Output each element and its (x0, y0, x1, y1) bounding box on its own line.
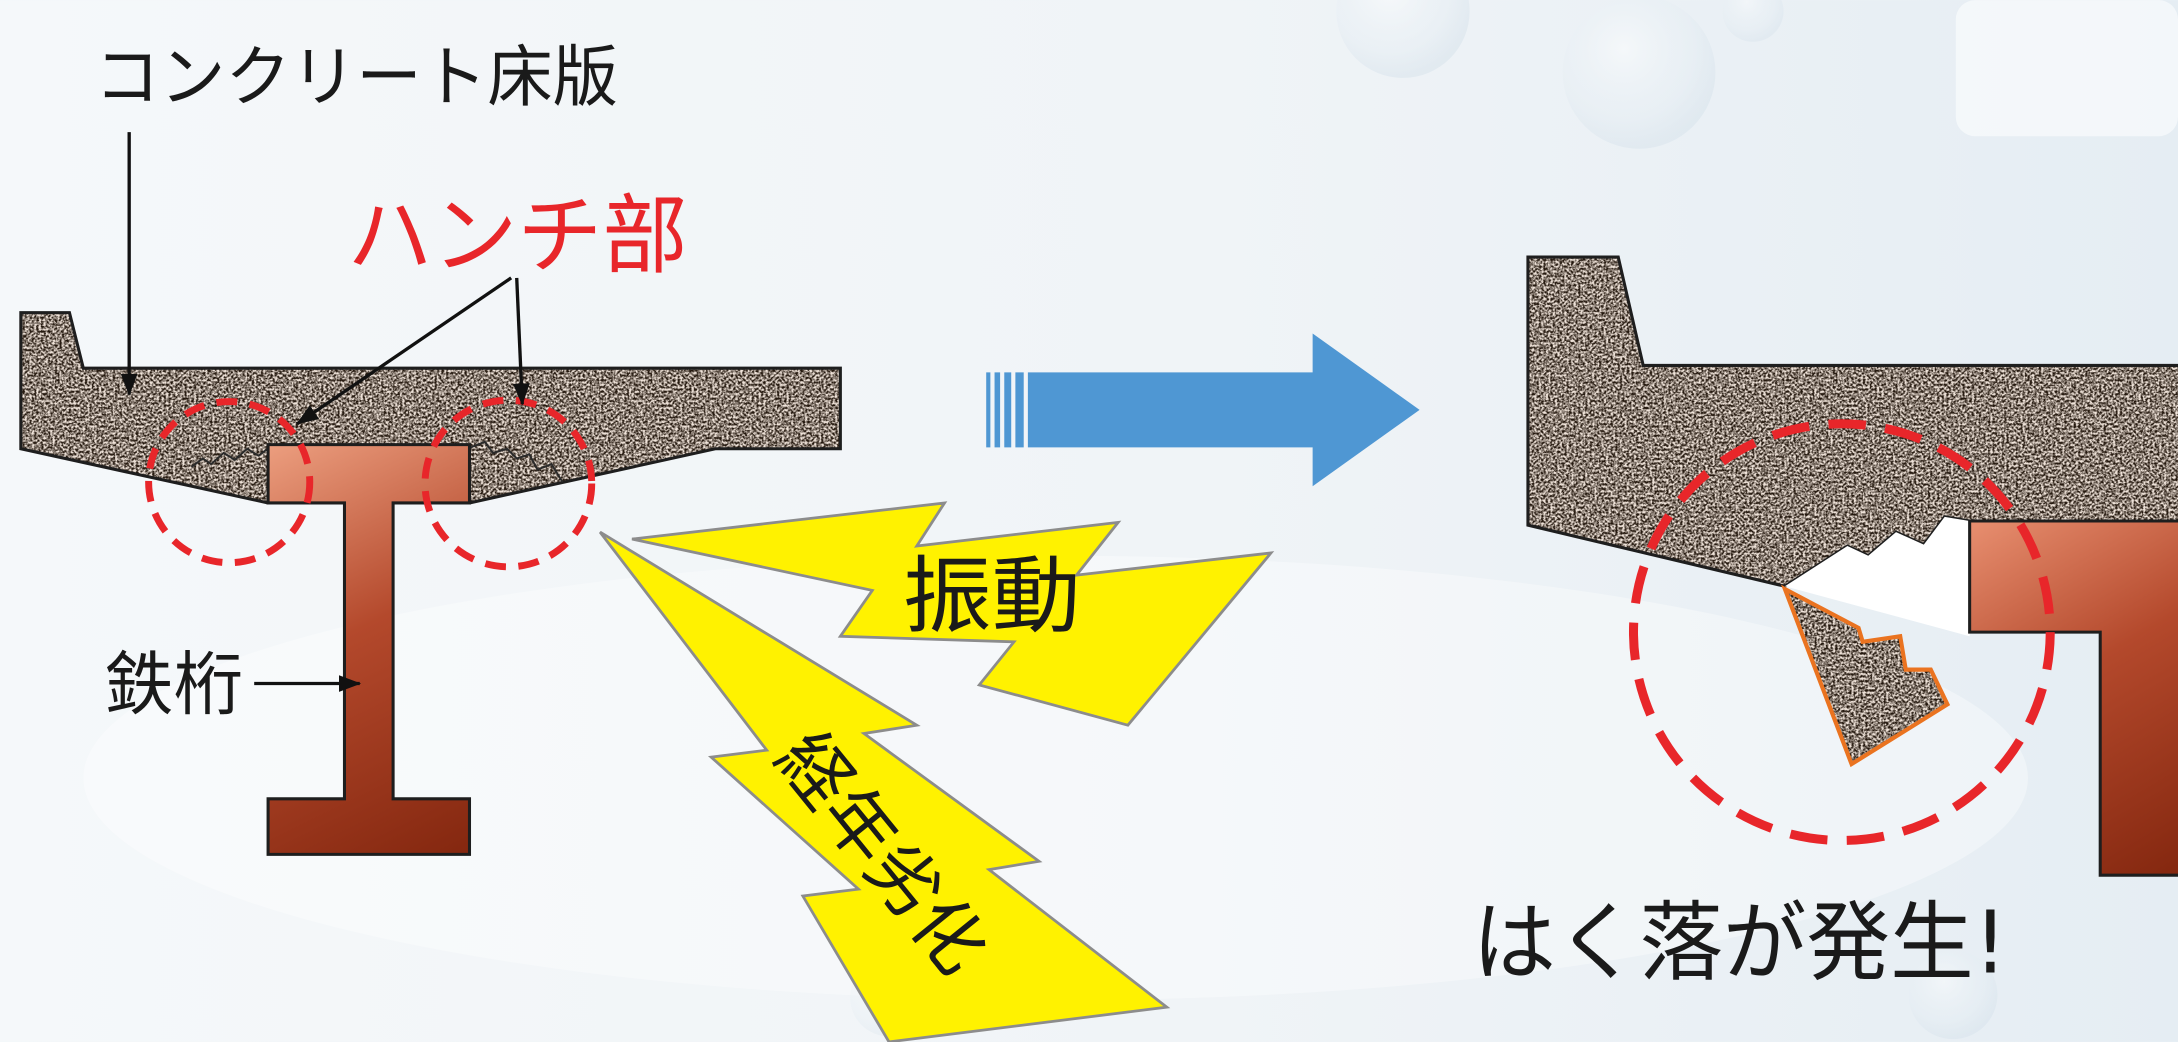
left-concrete-slab-outline (19, 311, 842, 505)
transition-arrow-icon (986, 333, 1420, 487)
left-steel-girder (266, 443, 472, 856)
haunch-pointer-arrow-right (513, 277, 530, 406)
haunch-pointer-arrow-left (296, 276, 513, 426)
background-bubble (1908, 950, 1998, 1040)
after-cross-section: はく落が発生! (1472, 255, 2178, 993)
background-bubble (1722, 0, 1784, 42)
arrow-tail-stripe (994, 372, 1001, 448)
right-steel-girder (1969, 521, 2178, 876)
background-bubble (1336, 0, 1470, 78)
background-highlight (1955, 0, 2178, 137)
before-cross-section: コンクリート床版 ハンチ部 鉄桁 (19, 38, 842, 856)
steel-girder-label: 鉄桁 (104, 646, 243, 726)
concrete-slab-label: コンクリート床版 (94, 38, 618, 116)
right-steel-girder-outline (1968, 519, 2178, 877)
haunch-label: ハンチ部 (347, 186, 687, 286)
left-haunch-highlight-circle (145, 398, 314, 567)
fallen-concrete-piece (1784, 589, 1948, 765)
spalling-highlight-circle (1628, 419, 2055, 845)
left-haunch-crack (191, 446, 271, 468)
arrow-tail-stripe (1004, 372, 1012, 448)
spalling-label: はく落が発生! (1472, 893, 2007, 993)
right-haunch-crack (470, 440, 564, 483)
arrow-tail-stripe (986, 372, 991, 448)
background-glow (83, 555, 2028, 1001)
vibration-label: 振動 (903, 548, 1081, 645)
fallen-concrete-piece-outline (1780, 584, 1951, 768)
background-bubble (1562, 0, 1716, 149)
right-haunch-highlight-circle (421, 396, 596, 571)
vibration-lightning-icon (631, 501, 1275, 727)
vibration-callout: 振動 (631, 501, 1275, 727)
aging-lightning-icon (598, 530, 1171, 1042)
arrow-tail-stripe (1015, 372, 1024, 448)
arrow-body (1027, 333, 1420, 487)
spalled-void (1784, 516, 1970, 637)
